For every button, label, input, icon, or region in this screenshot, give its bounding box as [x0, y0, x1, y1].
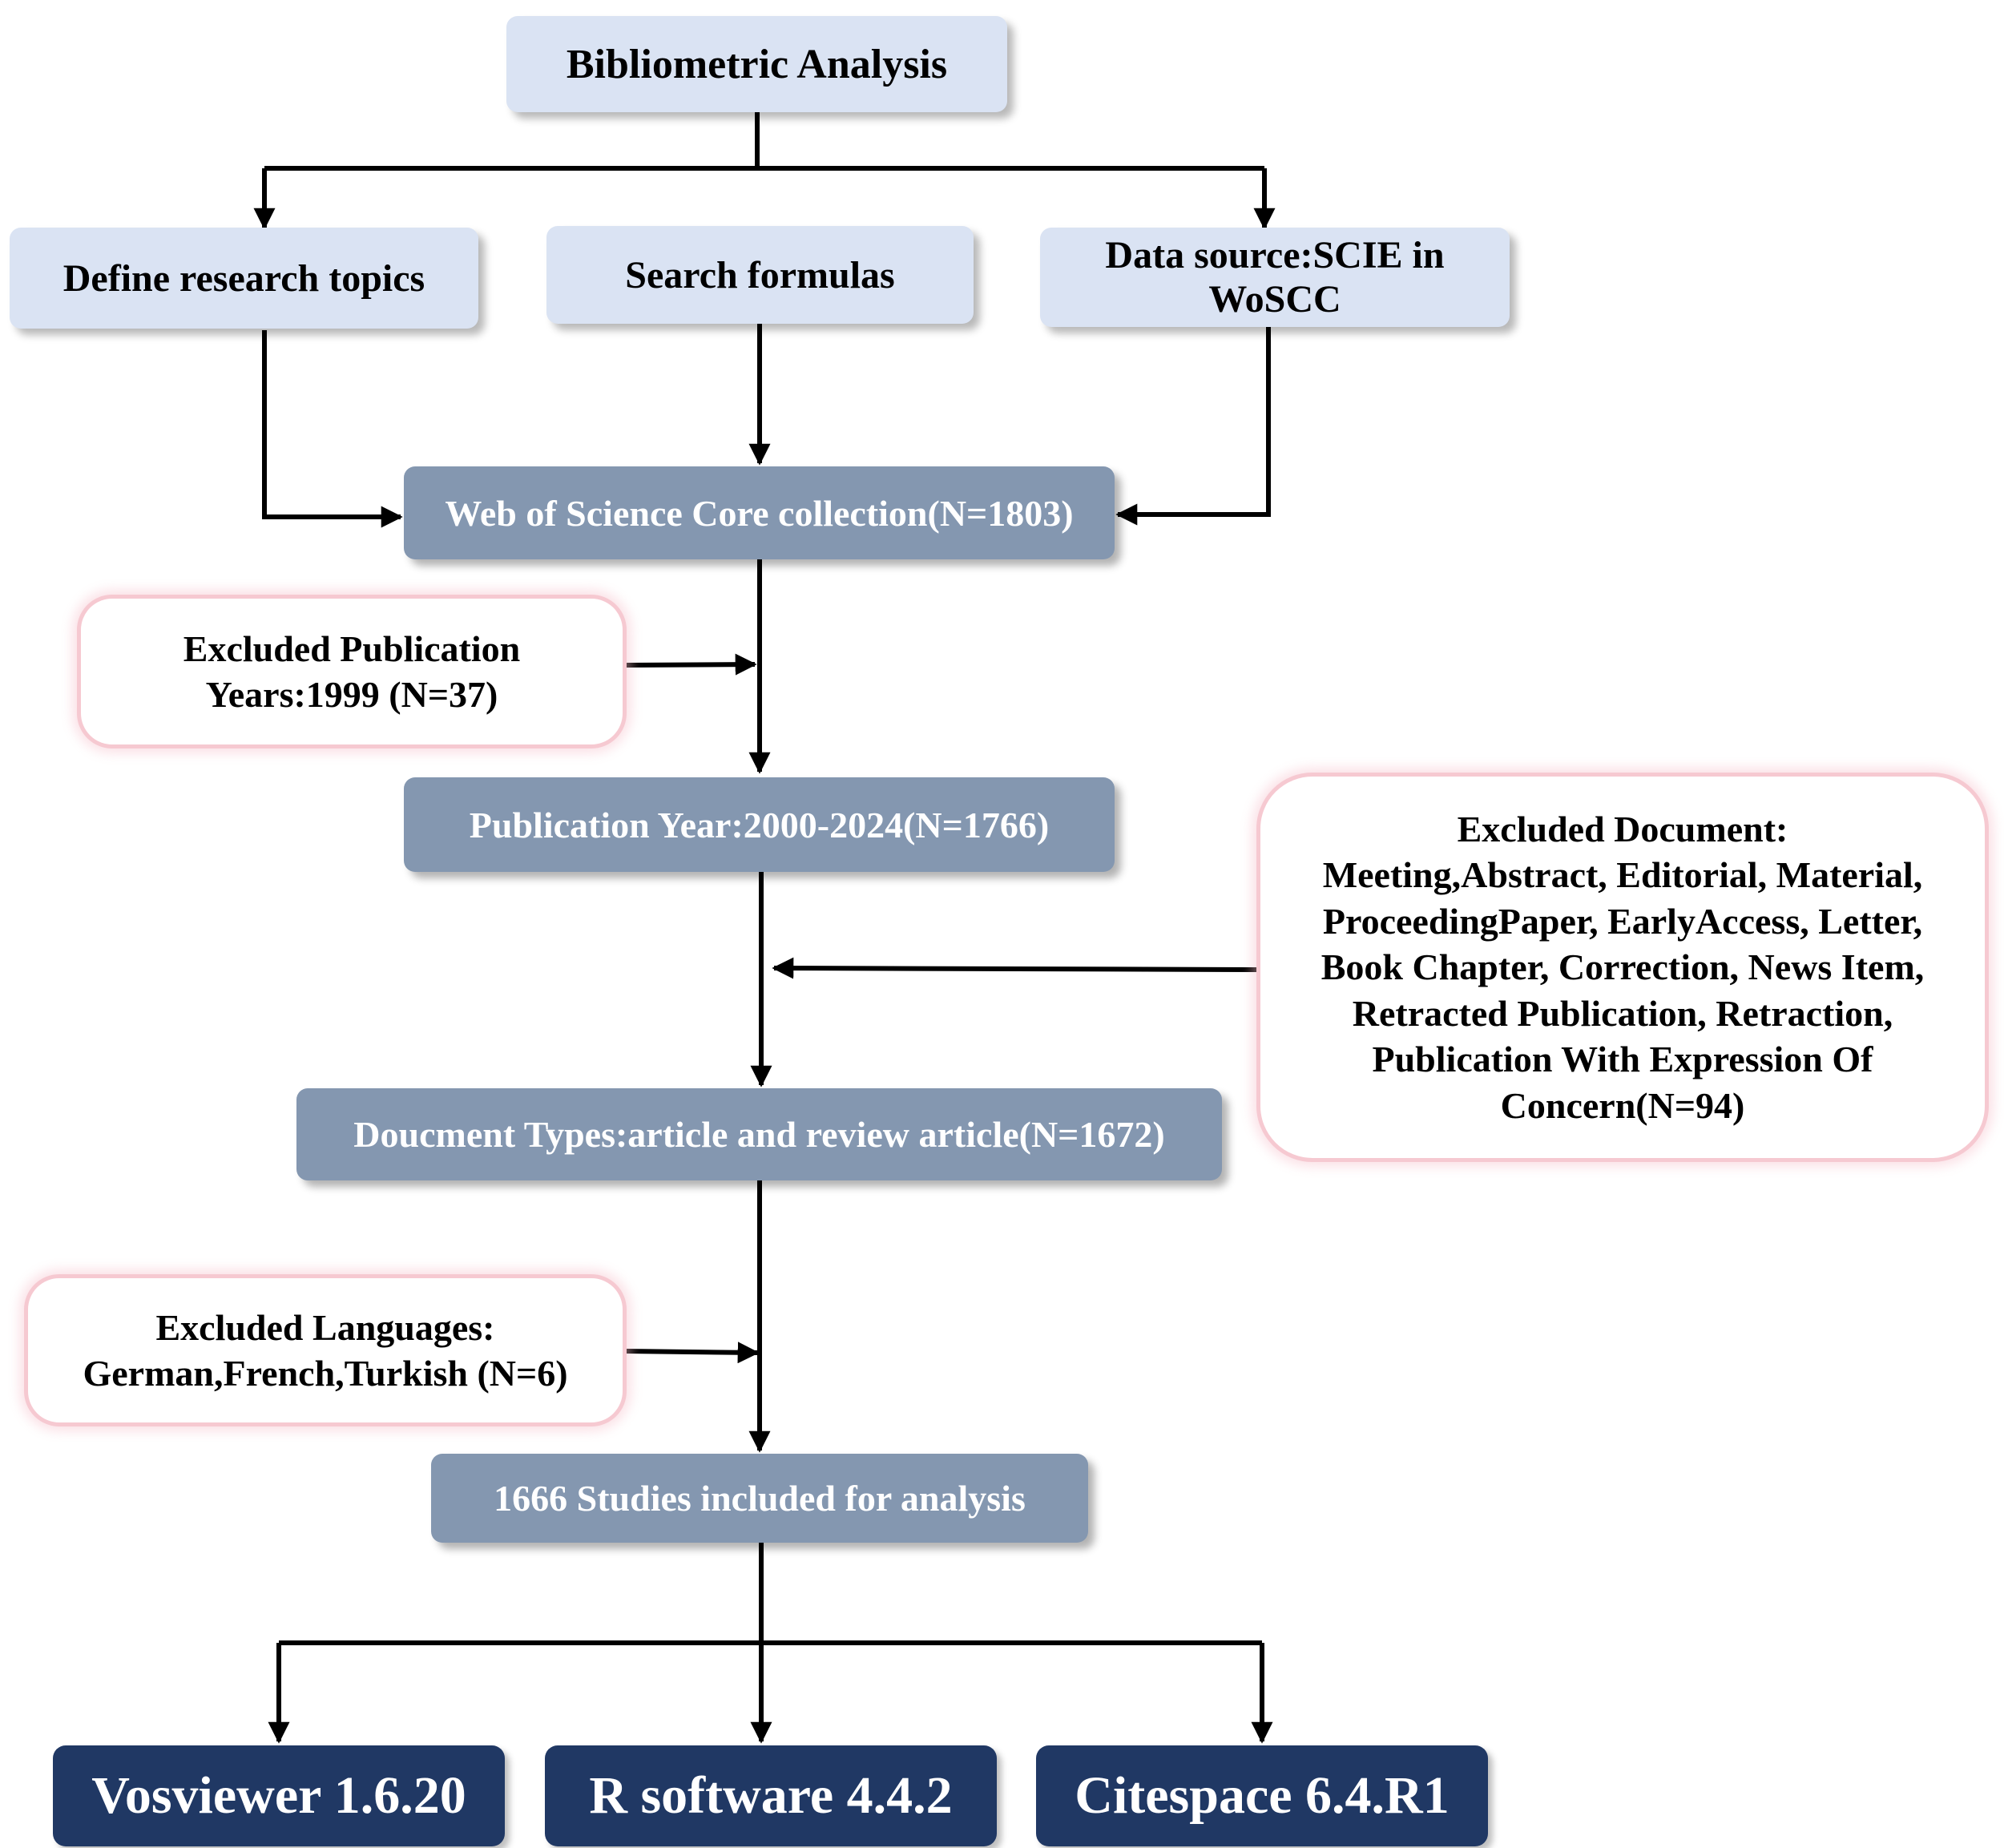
- arrow-excl-years: [626, 653, 757, 676]
- excluded-years-line-1: Excluded Publication: [183, 627, 521, 669]
- search-formulas-box: Search formulas: [546, 226, 974, 324]
- excluded-documents-line-6: Publication With Expression Of: [1372, 1039, 1873, 1080]
- bibliometric-analysis-box: Bibliometric Analysis: [506, 16, 1007, 112]
- citespace-label: Citespace 6.4.R1: [1075, 1766, 1450, 1825]
- vosviewer-label: Vosviewer 1.6.20: [91, 1766, 466, 1825]
- excluded-years-box: Excluded Publication Years:1999 (N=37): [77, 595, 627, 748]
- document-types-box: Doucment Types:article and review articl…: [296, 1088, 1222, 1180]
- arrow-excl-docs: [772, 957, 1257, 979]
- studies-included-box: 1666 Studies included for analysis: [431, 1454, 1088, 1543]
- excluded-languages-line-1: Excluded Languages:: [155, 1306, 495, 1348]
- define-research-topics-label: Define research topics: [62, 256, 425, 300]
- wos-collection-box: Web of Science Core collection(N=1803): [404, 466, 1115, 559]
- excluded-documents-line-4: Book Chapter, Correction, News Item,: [1321, 946, 1925, 988]
- data-source-label: Data source:SCIE in WoSCC: [1105, 234, 1445, 321]
- publication-year-box: Publication Year:2000-2024(N=1766): [404, 777, 1115, 872]
- arrow-source-to-wos: [1115, 327, 1271, 526]
- excluded-documents-line-1: Excluded Document:: [1457, 808, 1788, 849]
- define-research-topics-box: Define research topics: [10, 228, 478, 329]
- arrow-topics-to-wos: [262, 330, 403, 528]
- wos-collection-label: Web of Science Core collection(N=1803): [445, 492, 1074, 534]
- excluded-documents-box: Excluded Document: Meeting,Abstract, Edi…: [1256, 773, 1989, 1162]
- excluded-documents-line-2: Meeting,Abstract, Editorial, Material,: [1322, 854, 1923, 896]
- publication-year-label: Publication Year:2000-2024(N=1766): [469, 804, 1050, 845]
- excluded-documents-line-7: Concern(N=94): [1500, 1084, 1745, 1126]
- search-formulas-label: Search formulas: [625, 253, 895, 297]
- r-software-box: R software 4.4.2: [545, 1745, 997, 1846]
- excluded-years-line-2: Years:1999 (N=37): [205, 674, 498, 715]
- citespace-box: Citespace 6.4.R1: [1036, 1745, 1488, 1846]
- excluded-languages-line-2: German,French,Turkish (N=6): [83, 1353, 568, 1394]
- vosviewer-box: Vosviewer 1.6.20: [53, 1745, 505, 1846]
- document-types-label: Doucment Types:article and review articl…: [353, 1114, 1165, 1155]
- studies-included-label: 1666 Studies included for analysis: [494, 1478, 1026, 1519]
- excluded-documents-line-3: ProceedingPaper, EarlyAccess, Letter,: [1322, 900, 1923, 942]
- excluded-documents-line-5: Retracted Publication, Retraction,: [1352, 992, 1893, 1034]
- r-software-label: R software 4.4.2: [589, 1766, 953, 1825]
- bibliometric-analysis-label: Bibliometric Analysis: [566, 41, 948, 87]
- excluded-languages-box: Excluded Languages: German,French,Turkis…: [24, 1274, 627, 1426]
- data-source-box: Data source:SCIE in WoSCC: [1040, 228, 1510, 327]
- arrow-excl-langs: [626, 1342, 760, 1364]
